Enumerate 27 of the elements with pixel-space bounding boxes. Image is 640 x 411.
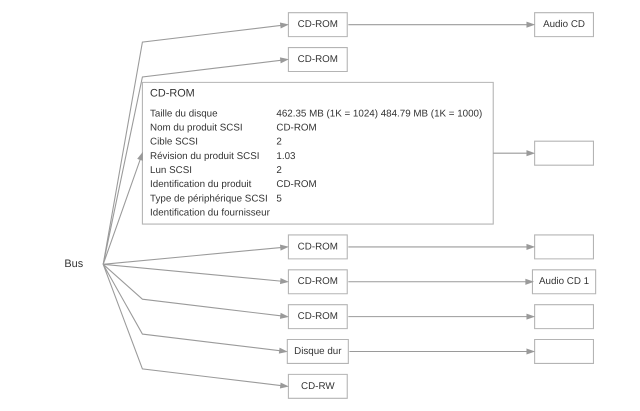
node-box bbox=[534, 140, 594, 166]
arrow bbox=[102, 264, 289, 319]
node-box: CD-ROM bbox=[288, 12, 348, 38]
arrow bbox=[348, 22, 536, 28]
node-text: Bus bbox=[64, 258, 84, 270]
node-box: Audio CD bbox=[534, 12, 594, 38]
node-box: CD-ROM Taille du disque 462.35 MB (1K = 1024) 484.79 MB (1K = 1000) Nom du produit SCSI CD-ROM Cible SCSI 2 Révision du produit SCSI 1.03 Lun SCSI 2 Identification du produit CD-ROM Type de périphérique SCSI 5 Identification du fournisseur bbox=[142, 82, 494, 225]
node-box: CD-ROM bbox=[288, 269, 348, 294]
node-box: Audio CD 1 bbox=[532, 269, 596, 294]
node-box: CD-ROM bbox=[288, 46, 348, 72]
node-box: CD-ROM bbox=[288, 234, 348, 260]
arrow bbox=[493, 150, 536, 156]
arrow bbox=[103, 264, 289, 284]
arrow bbox=[102, 152, 143, 265]
arrow bbox=[102, 264, 288, 354]
node-box: CD-ROM bbox=[288, 304, 348, 330]
node-box: CD-RW bbox=[288, 374, 348, 399]
arrow bbox=[348, 244, 536, 250]
arrow bbox=[348, 314, 536, 320]
node-box: Disque dur bbox=[286, 338, 349, 364]
node-box bbox=[534, 338, 594, 364]
arrow bbox=[349, 348, 536, 355]
arrow bbox=[102, 264, 289, 389]
arrow bbox=[103, 244, 289, 265]
node-box bbox=[534, 304, 594, 330]
node-box bbox=[534, 234, 594, 260]
arrow bbox=[348, 278, 534, 285]
